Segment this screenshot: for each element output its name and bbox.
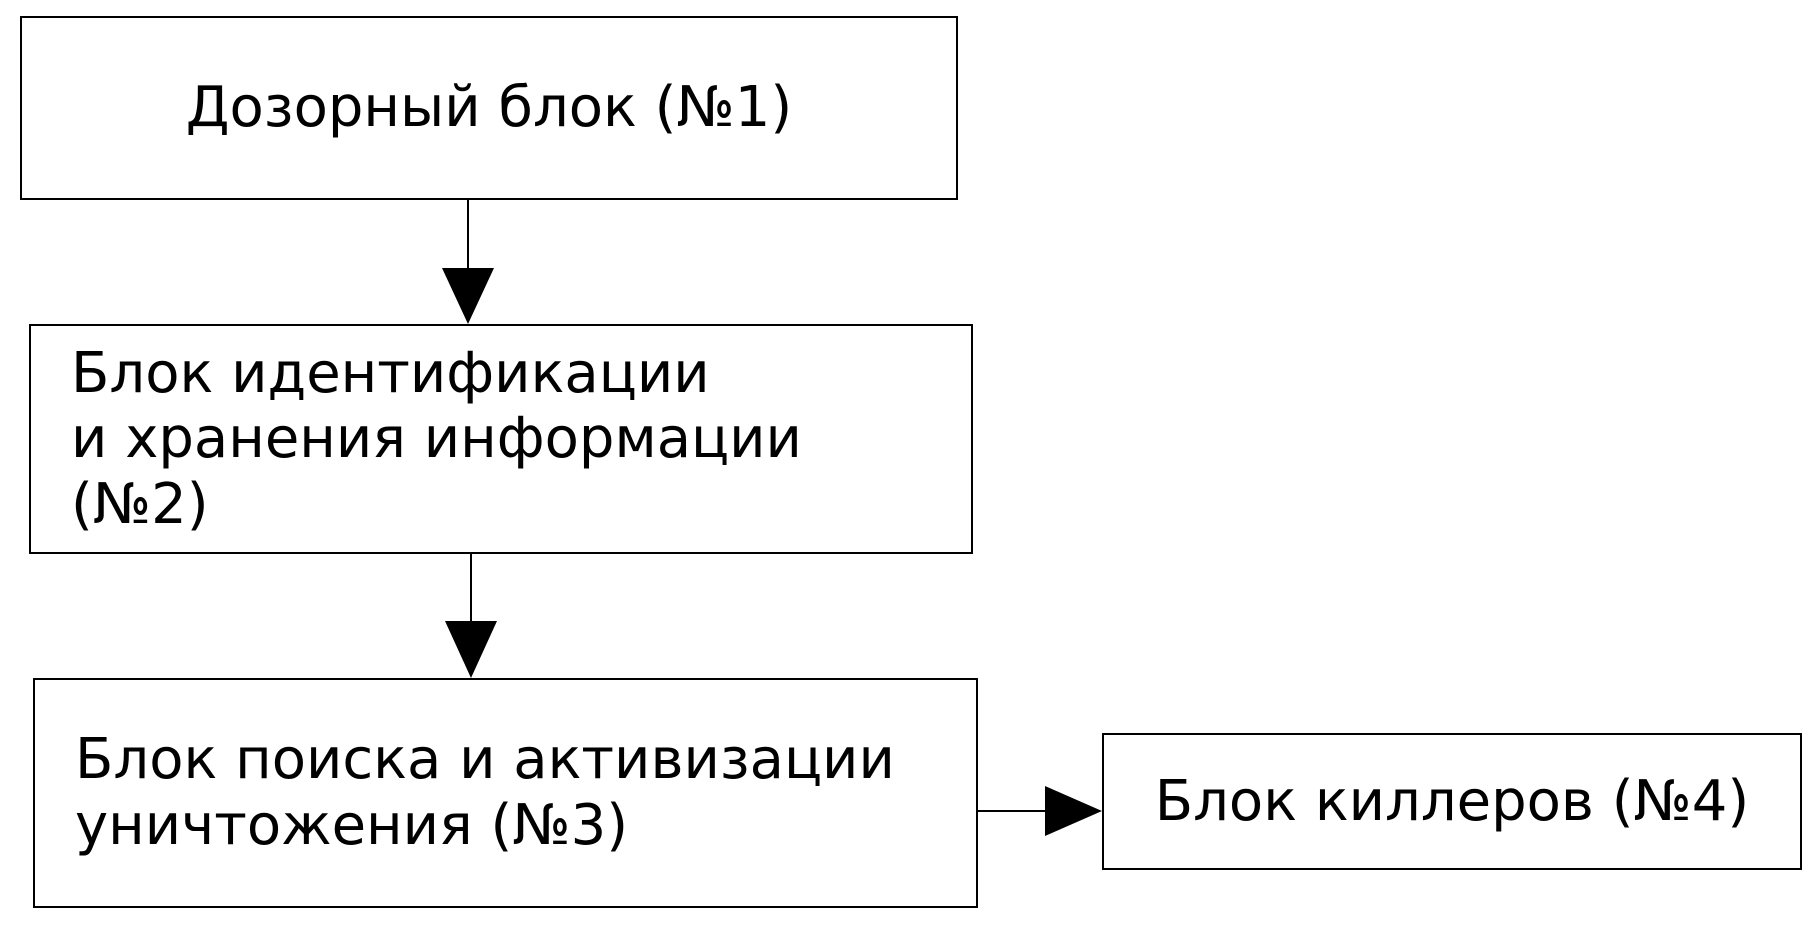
arrow-block1-to-block2 [442,200,494,324]
block-2-label-line-1: Блок идентификации [71,340,710,406]
block-3-label-line-2: уничтожения (№3) [75,793,629,858]
block-2-label-line-2: и хранения информации [71,406,802,472]
arrow-block2-to-block3 [445,554,497,678]
block-1-label-line-1: Дозорный блок (№1) [185,75,793,141]
block-1-patrol: Дозорный блок (№1) [20,16,958,200]
block-4-killers: Блок киллеров (№4) [1102,733,1802,870]
block-2-identification-storage: Блок идентификации и хранения информации… [29,324,973,554]
block-3-search-activation: Блок поиска и активизации уничтожения (№… [33,678,978,908]
block-2-label-line-3: (№2) [71,471,209,537]
block-4-label-line-1: Блок киллеров (№4) [1154,768,1750,834]
arrow-block3-to-block4 [978,786,1102,836]
block-3-label-line-1: Блок поиска и активизации [75,727,895,793]
